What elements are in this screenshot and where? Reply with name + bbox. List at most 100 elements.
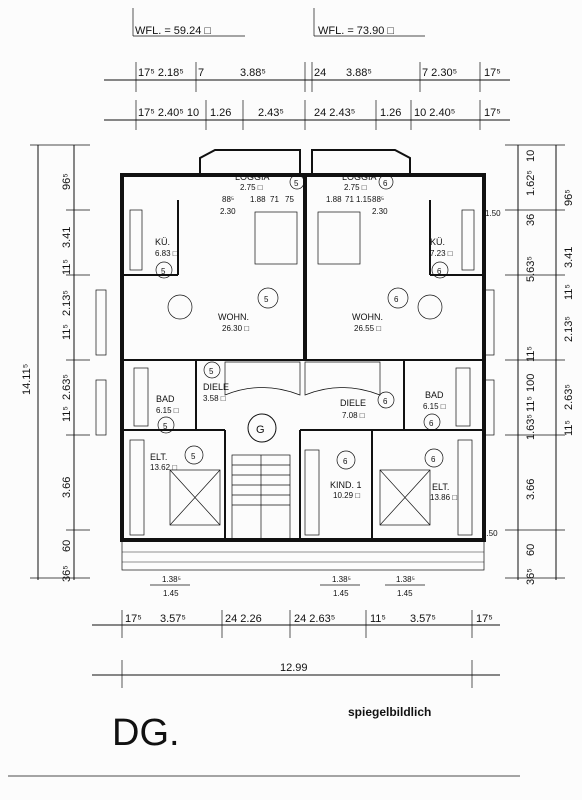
right-mark-bottom: 1.50 bbox=[482, 529, 498, 538]
room-bedroom-left: ELT. 13.62 □ 5 bbox=[150, 445, 204, 472]
wfl-header: WFL. = 59.24 □ WFL. = 73.90 □ bbox=[132, 8, 425, 37]
right-dim-14: 3.66 bbox=[525, 479, 537, 500]
right-dim-16: 36⁵ bbox=[525, 568, 537, 585]
furniture bbox=[129, 209, 475, 536]
svg-text:7.08 □: 7.08 □ bbox=[342, 411, 365, 420]
right-dim-6: 11⁵ bbox=[563, 284, 575, 300]
right-dim-12: 2.63⁵ bbox=[563, 384, 575, 410]
svg-text:5: 5 bbox=[264, 295, 269, 304]
floor-label: DG. bbox=[112, 712, 180, 754]
svg-text:DIELE: DIELE bbox=[203, 382, 229, 392]
top-dim-2-5: 10 2.40⁵ bbox=[414, 107, 455, 119]
right-dim-5: 5.63⁵ bbox=[525, 256, 537, 282]
svg-text:WOHN.: WOHN. bbox=[218, 312, 249, 322]
left-dim-7: 3.66 bbox=[61, 477, 73, 498]
right-mark-top: 1.50 bbox=[485, 209, 501, 218]
top-dim-1-2: 3.88⁵ bbox=[240, 67, 266, 79]
stair-label: G bbox=[256, 424, 265, 436]
top-dim-2-0: 17⁵ 2.40⁵ 10 bbox=[138, 107, 199, 119]
svg-text:10.29 □: 10.29 □ bbox=[333, 491, 360, 500]
right-dim-7: 2.13⁵ bbox=[563, 316, 575, 342]
svg-text:KÜ.: KÜ. bbox=[155, 237, 170, 247]
left-dim-1: 3.41 bbox=[61, 227, 73, 248]
svg-text:1.45: 1.45 bbox=[163, 589, 179, 598]
left-dim-6: 11⁵ bbox=[61, 406, 73, 422]
svg-text:DIELE: DIELE bbox=[340, 398, 366, 408]
svg-text:KÜ.: KÜ. bbox=[430, 237, 445, 247]
svg-text:1.38⁵: 1.38⁵ bbox=[332, 575, 351, 584]
svg-text:26.55 □: 26.55 □ bbox=[354, 324, 381, 333]
left-dimensions: 96⁵ 3.41 11⁵ 2.13⁵ 11⁵ 2.63⁵ 11⁵ 3.66 60… bbox=[21, 144, 90, 582]
room-kitchen-right: KÜ. 7.23 □ 6 bbox=[430, 237, 453, 279]
room-bedroom-right: ELT. 13.86 □ 6 bbox=[424, 448, 457, 502]
left-dim-0: 96⁵ bbox=[61, 173, 73, 190]
side-windows bbox=[95, 289, 495, 436]
bottom-dimensions: 17⁵ 3.57⁵ 24 2.26 24 2.63⁵ 11⁵ 3.57⁵ 17⁵… bbox=[92, 610, 500, 688]
right-dim-15: 60 bbox=[525, 544, 537, 556]
svg-text:6: 6 bbox=[383, 397, 388, 406]
mirror-note: spiegelbildlich bbox=[348, 705, 431, 719]
bottom-eave bbox=[121, 539, 485, 571]
svg-text:WOHN.: WOHN. bbox=[352, 312, 383, 322]
room-hall-right: DIELE 7.08 □ 6 bbox=[340, 391, 395, 420]
bottom-total-dim: 12.99 bbox=[280, 662, 308, 674]
svg-text:KIND. 1: KIND. 1 bbox=[330, 480, 362, 490]
svg-text:5: 5 bbox=[209, 367, 214, 376]
right-dim-11: 1.63⁵ bbox=[525, 414, 537, 440]
svg-text:1.45: 1.45 bbox=[397, 589, 413, 598]
svg-text:2.75 □: 2.75 □ bbox=[344, 183, 367, 192]
bottom-dim-2: 24 2.26 bbox=[225, 613, 262, 625]
building-outline bbox=[120, 149, 486, 542]
svg-text:1.88: 1.88 bbox=[326, 195, 342, 204]
svg-text:2.30: 2.30 bbox=[220, 207, 236, 216]
svg-text:2.30: 2.30 bbox=[372, 207, 388, 216]
right-dim-2: 96⁵ bbox=[563, 189, 575, 206]
bottom-dim-6: 17⁵ bbox=[476, 613, 493, 625]
svg-text:LOGGIA: LOGGIA bbox=[235, 172, 270, 182]
svg-text:6.15 □: 6.15 □ bbox=[156, 406, 179, 415]
bottom-dim-3: 24 2.63⁵ bbox=[294, 613, 335, 625]
right-dim-0: 10 bbox=[525, 150, 537, 162]
svg-text:1.88: 1.88 bbox=[250, 195, 266, 204]
bottom-dim-1: 3.57⁵ bbox=[160, 613, 186, 625]
top-dim-1-5: 7 2.30⁵ bbox=[422, 67, 457, 79]
room-hall-left: 5 DIELE 3.58 □ bbox=[203, 361, 229, 403]
right-dim-4: 3.41 bbox=[563, 247, 575, 268]
svg-text:13.62 □: 13.62 □ bbox=[150, 463, 177, 472]
svg-text:6: 6 bbox=[394, 295, 399, 304]
top-dim-1-0: 17⁵ 2.18⁵ bbox=[138, 67, 184, 79]
top-dimension-row-2: 17⁵ 2.40⁵ 10 1.26 2.43⁵ 24 2.43⁵ 1.26 10… bbox=[104, 100, 510, 130]
svg-text:6.15 □: 6.15 □ bbox=[423, 402, 446, 411]
svg-text:6.83 □: 6.83 □ bbox=[155, 249, 178, 258]
svg-text:6: 6 bbox=[431, 455, 436, 464]
right-dim-8: 11⁵ bbox=[525, 346, 537, 362]
top-dim-1-1: 7 bbox=[198, 67, 204, 79]
svg-text:7.23 □: 7.23 □ bbox=[430, 249, 453, 258]
top-dim-2-3: 24 2.43⁵ bbox=[314, 107, 355, 119]
room-living-left: WOHN. 26.30 □ 5 bbox=[218, 287, 279, 333]
top-dim-2-6: 17⁵ bbox=[484, 107, 501, 119]
svg-text:6: 6 bbox=[429, 419, 434, 428]
top-dim-1-3: 24 bbox=[314, 67, 326, 79]
svg-text:5: 5 bbox=[163, 422, 168, 431]
room-kids-right: 6 KIND. 1 10.29 □ bbox=[330, 450, 362, 500]
room-labels: LOGGIA 2.75 □ 5 LOGGIA 2.75 □ 6 KÜ. 6.83… bbox=[150, 172, 457, 502]
svg-text:88⁵: 88⁵ bbox=[372, 195, 384, 204]
right-dim-1: 1.62⁵ bbox=[525, 170, 537, 196]
svg-text:3.58 □: 3.58 □ bbox=[203, 394, 226, 403]
svg-text:BAD: BAD bbox=[425, 390, 444, 400]
svg-text:1.45: 1.45 bbox=[333, 589, 349, 598]
top-dim-1-6: 17⁵ bbox=[484, 67, 501, 79]
svg-text:88⁵: 88⁵ bbox=[222, 195, 234, 204]
room-living-right: WOHN. 26.55 □ 6 bbox=[352, 287, 409, 333]
svg-text:6: 6 bbox=[383, 179, 388, 188]
svg-text:1.38⁵: 1.38⁵ bbox=[396, 575, 415, 584]
svg-text:ELT.: ELT. bbox=[432, 482, 449, 492]
window-dims-bottom: 1.38⁵ 1.45 1.38⁵ 1.45 1.38⁵ 1.45 bbox=[150, 575, 425, 598]
wfl-left-label: WFL. = 59.24 □ bbox=[135, 25, 211, 37]
svg-text:26.30 □: 26.30 □ bbox=[222, 324, 249, 333]
left-total-dim: 14.11⁵ bbox=[21, 364, 33, 395]
svg-text:5: 5 bbox=[161, 267, 166, 276]
top-dimension-row-1: 17⁵ 2.18⁵ 7 3.88⁵ 24 3.88⁵ 7 2.30⁵ 17⁵ bbox=[104, 62, 510, 92]
